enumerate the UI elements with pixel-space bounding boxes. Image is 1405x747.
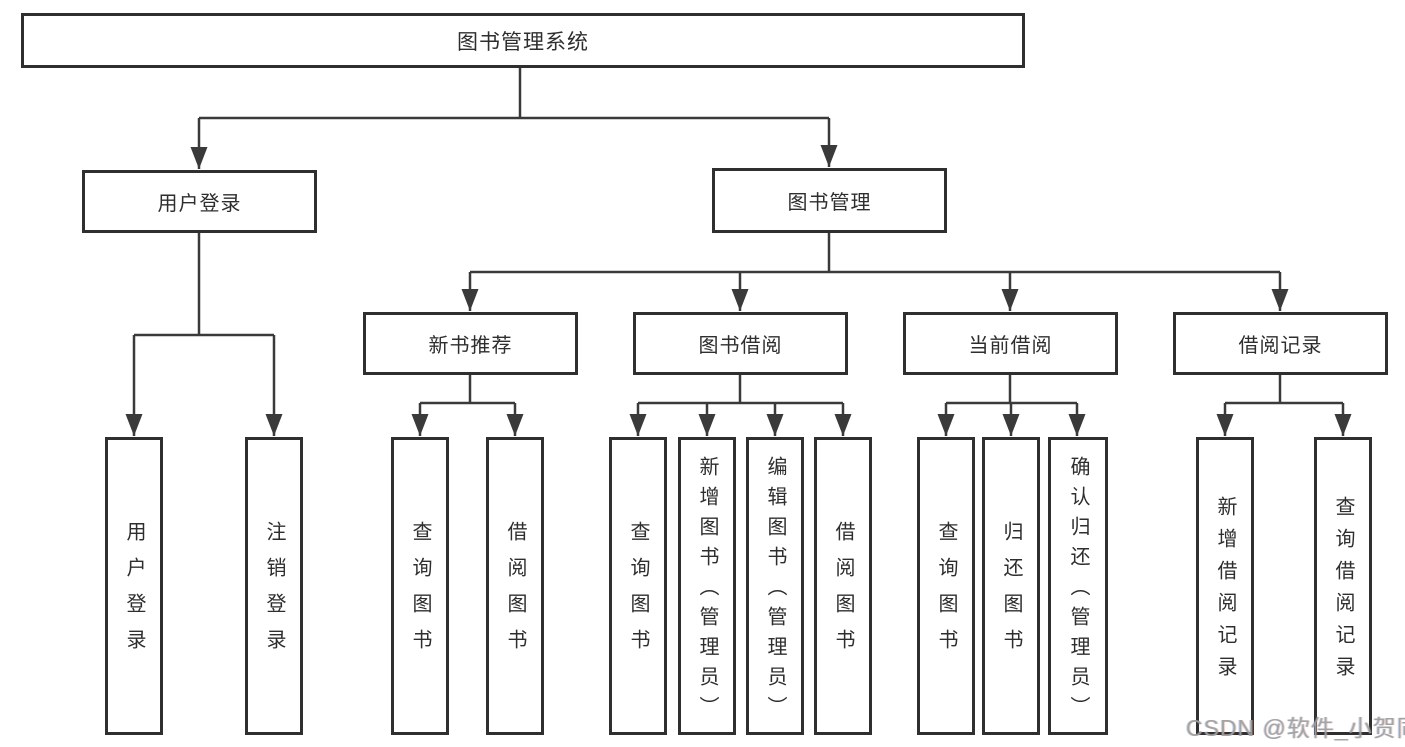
node-label: 查询借阅记录 xyxy=(1332,495,1354,688)
node-label: 新增图书（管理员） xyxy=(696,455,718,726)
node-label: 用户登录 xyxy=(123,521,145,665)
leaf-return-books: 归还图书 xyxy=(982,437,1040,735)
arrowheads xyxy=(125,118,1352,436)
leaf-borrow-books: 借阅图书 xyxy=(814,437,872,735)
node-label: 注销登录 xyxy=(263,521,285,665)
node-label: 借阅图书 xyxy=(504,521,526,665)
leaf-query-books-current: 查询图书 xyxy=(917,437,975,735)
leaf-add-borrow-record: 新增借阅记录 xyxy=(1196,437,1254,735)
leaf-query-books-recommend: 查询图书 xyxy=(391,437,449,735)
node-label: 图书借阅 xyxy=(698,335,783,357)
node-label: 查询图书 xyxy=(935,521,957,665)
leaf-user-login: 用户登录 xyxy=(105,437,163,735)
leaf-query-books-borrowing: 查询图书 xyxy=(609,437,667,735)
node-library-management-system: 图书管理系统 xyxy=(21,13,1025,68)
node-label: 图书管理 xyxy=(787,192,872,214)
node-label: 图书管理系统 xyxy=(457,30,589,54)
node-label: 借阅图书 xyxy=(832,521,854,665)
leaf-add-book-admin: 新增图书（管理员） xyxy=(678,437,736,735)
node-new-book-recommend: 新书推荐 xyxy=(363,312,578,375)
leaf-query-borrow-record: 查询借阅记录 xyxy=(1314,437,1372,735)
leaf-logout-login: 注销登录 xyxy=(245,437,303,735)
node-label: 当前借阅 xyxy=(968,335,1053,357)
node-label: 编辑图书（管理员） xyxy=(764,455,786,726)
leaf-confirm-return-admin: 确认归还（管理员） xyxy=(1048,437,1108,735)
node-label: 查询图书 xyxy=(627,521,649,665)
node-label: 新书推荐 xyxy=(428,335,513,357)
node-label: 确认归还（管理员） xyxy=(1067,455,1089,726)
node-user-login: 用户登录 xyxy=(82,170,317,233)
node-label: 查询图书 xyxy=(409,521,431,665)
node-label: 借阅记录 xyxy=(1238,335,1323,357)
node-label: 用户登录 xyxy=(157,193,242,215)
leaf-borrow-books-recommend: 借阅图书 xyxy=(486,437,544,735)
node-book-borrowing: 图书借阅 xyxy=(633,312,848,375)
node-book-management: 图书管理 xyxy=(712,168,947,233)
leaf-edit-book-admin: 编辑图书（管理员） xyxy=(746,437,804,735)
node-label: 归还图书 xyxy=(1000,521,1022,665)
node-current-borrowing: 当前借阅 xyxy=(903,312,1118,375)
watermark-text: CSDN @软件_小贺同学 xyxy=(1186,715,1405,741)
node-label: 新增借阅记录 xyxy=(1214,495,1236,688)
node-borrow-records: 借阅记录 xyxy=(1173,312,1388,375)
